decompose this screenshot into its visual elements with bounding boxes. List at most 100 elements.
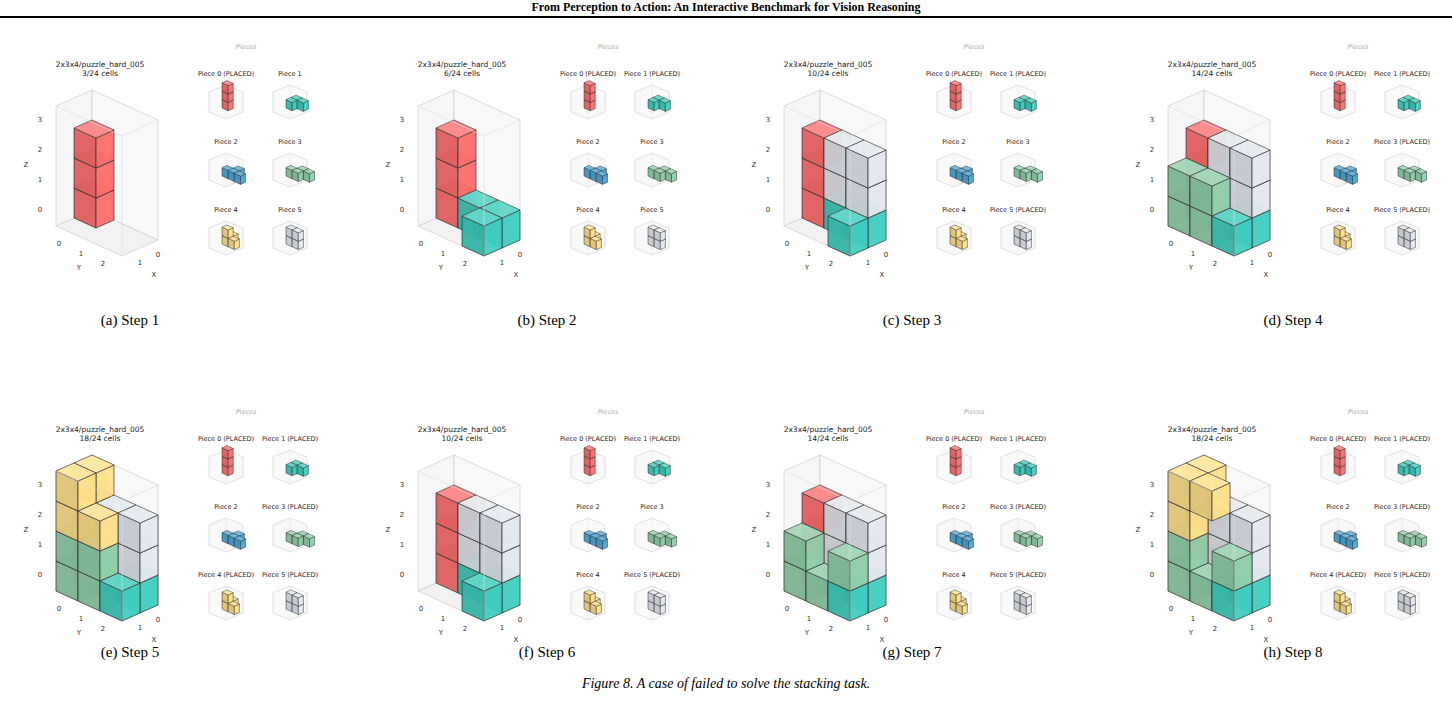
- cube-light: [1334, 81, 1345, 86]
- cube-light: [222, 590, 233, 595]
- cube-light: [1404, 228, 1415, 233]
- cube-face: [222, 590, 233, 595]
- cube-face: [584, 446, 595, 451]
- subfigure-caption: (b) Step 2: [517, 312, 576, 329]
- piece-label: Piece 4 (PLACED): [198, 572, 254, 579]
- cube-light: [654, 593, 665, 598]
- cube-light: [1014, 462, 1025, 467]
- cube-face: [654, 228, 665, 233]
- pieces-header: Pieces: [598, 409, 619, 416]
- cube-face: [234, 536, 245, 541]
- cube-light: [596, 171, 607, 176]
- piece-label: Piece 1 (PLACED): [1374, 436, 1430, 443]
- cube-face: [462, 208, 502, 226]
- cube-face: [222, 446, 233, 451]
- cube-light: [596, 536, 607, 541]
- x-axis-label: X: [1264, 637, 1269, 645]
- cell-count: 6/24 cells: [444, 70, 480, 78]
- x-tick: 0: [156, 252, 160, 260]
- thumb-frame: [1001, 586, 1035, 620]
- cube-light: [222, 446, 233, 451]
- piece-label: Piece 2: [214, 139, 237, 146]
- cube-face: [846, 140, 886, 158]
- plot-title: 2x3x4/puzzle_hard_005: [56, 61, 145, 69]
- cube-light: [1212, 543, 1252, 561]
- y-tick: 1: [441, 616, 445, 624]
- piece-label: Piece 2: [1326, 504, 1349, 511]
- cube-light: [1031, 534, 1042, 539]
- cube-light: [1190, 473, 1230, 491]
- x-axis-label: X: [514, 637, 519, 645]
- cube-face: [1014, 462, 1025, 467]
- cube-face: [584, 225, 595, 230]
- y-tick: 2: [463, 626, 467, 634]
- cube-light: [654, 228, 665, 233]
- axis-edge: [784, 471, 850, 501]
- axis-edge: [1234, 501, 1235, 621]
- cube-light: [1230, 140, 1270, 158]
- cube-face: [1031, 534, 1042, 539]
- cell-count: 14/24 cells: [808, 435, 849, 443]
- cube-face: [1415, 169, 1426, 174]
- plot-title: 2x3x4/puzzle_hard_005: [418, 61, 507, 69]
- piece-label: Piece 0 (PLACED): [198, 71, 254, 78]
- cube-face: [665, 169, 676, 174]
- thumb-frame: [937, 586, 971, 620]
- cube-face: [1334, 446, 1345, 451]
- piece-label: Piece 3 (PLACED): [1374, 139, 1430, 146]
- z-axis-label: Z: [752, 162, 757, 170]
- z-tick: 1: [38, 542, 42, 550]
- piece-label: Piece 1 (PLACED): [990, 436, 1046, 443]
- pieces-header: Pieces: [598, 44, 619, 51]
- z-tick: 0: [766, 207, 770, 215]
- cube-light: [659, 463, 670, 468]
- thumb-frame: [273, 586, 307, 620]
- axis-edge: [56, 106, 122, 136]
- cube-face: [596, 536, 607, 541]
- z-tick: 1: [766, 542, 770, 550]
- axis-edge: [850, 501, 851, 621]
- plot-title: 2x3x4/puzzle_hard_005: [1168, 61, 1257, 69]
- y-tick: 1: [79, 251, 83, 259]
- cube-light: [74, 120, 114, 138]
- y-tick: 1: [1191, 251, 1195, 259]
- cube-light: [1025, 98, 1036, 103]
- cube-light: [1409, 98, 1420, 103]
- z-tick: 2: [38, 147, 42, 155]
- cube-light: [118, 505, 158, 523]
- piece-label: Piece 3 (PLACED): [1374, 504, 1430, 511]
- cube-light: [665, 169, 676, 174]
- thumb-frame: [937, 221, 971, 255]
- cube-light: [846, 505, 886, 523]
- x-axis-label: X: [1264, 272, 1269, 280]
- z-axis-label: Z: [386, 162, 391, 170]
- cube-face: [234, 171, 245, 176]
- cube-face: [659, 463, 670, 468]
- cube-face: [654, 168, 665, 173]
- x-axis-label: X: [514, 272, 519, 280]
- cube-face: [74, 120, 114, 138]
- x-axis-label: X: [880, 637, 885, 645]
- piece-label: Piece 4: [576, 572, 599, 579]
- z-tick: 2: [38, 512, 42, 520]
- cube-light: [1409, 463, 1420, 468]
- subfigure-caption: (f) Step 6: [519, 644, 576, 661]
- axis-edge: [484, 136, 485, 256]
- cube-light: [292, 168, 303, 173]
- y-tick: 1: [1191, 616, 1195, 624]
- y-tick: 1: [807, 616, 811, 624]
- cube-light: [1404, 533, 1415, 538]
- cube-face: [56, 463, 96, 481]
- piece-label: Piece 0 (PLACED): [926, 71, 982, 78]
- axis-edge: [484, 120, 520, 136]
- axis-edge: [850, 485, 886, 501]
- z-tick: 3: [400, 117, 404, 125]
- cube-face: [950, 590, 961, 595]
- x-tick: 1: [500, 625, 504, 633]
- cube-light: [950, 225, 961, 230]
- cube-light: [584, 81, 595, 86]
- axis-edge: [850, 120, 886, 136]
- y-tick: 0: [1169, 241, 1173, 249]
- cube-light: [962, 536, 973, 541]
- y-tick: 2: [463, 261, 467, 269]
